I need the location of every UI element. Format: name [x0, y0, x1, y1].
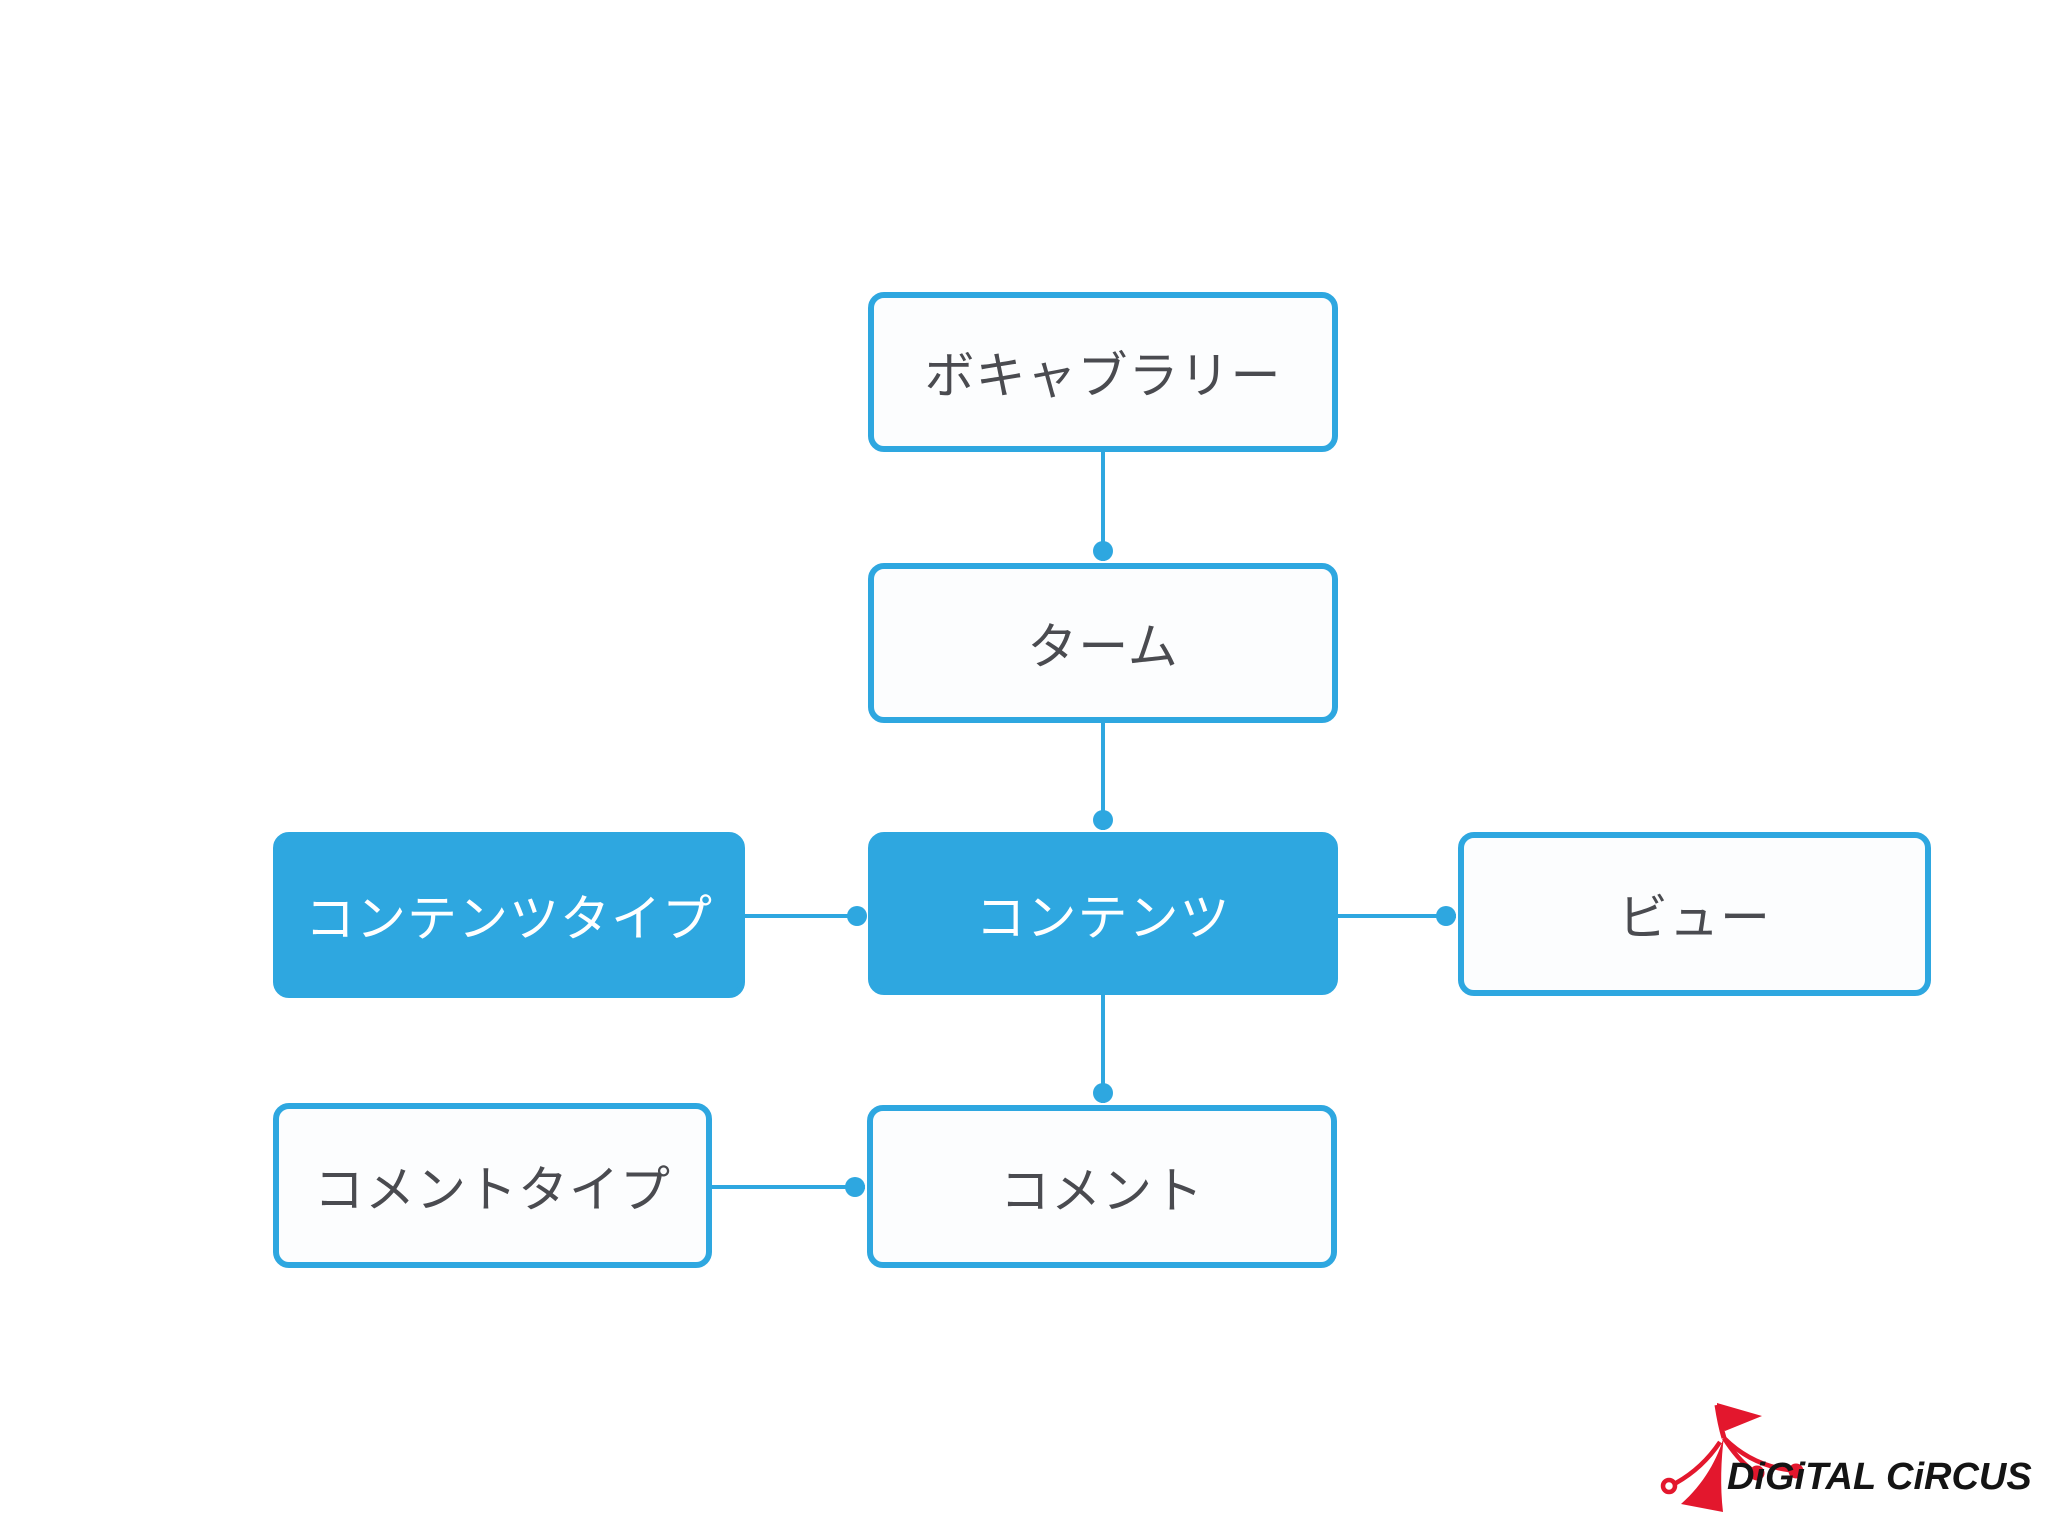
node-term: ターム — [868, 563, 1338, 723]
edge-content-view — [1338, 906, 1456, 926]
node-content-type: コンテンツタイプ — [273, 832, 745, 998]
node-comment: コメント — [867, 1105, 1337, 1268]
node-view-label: ビュー — [1618, 890, 1771, 946]
node-term-label: ターム — [1027, 619, 1179, 675]
edge-vocabulary-term — [1093, 452, 1113, 561]
node-comment-type-label: コメントタイプ — [314, 1161, 671, 1218]
edge-comment-type-comment — [712, 1177, 865, 1197]
node-vocabulary-label: ボキャブラリー — [924, 348, 1282, 404]
node-content-type-label: コンテンツタイプ — [305, 891, 713, 947]
node-content-label: コンテンツ — [975, 889, 1231, 946]
edge-content-comment — [1093, 995, 1113, 1103]
node-view: ビュー — [1458, 832, 1931, 996]
node-comment-type: コメントタイプ — [273, 1103, 712, 1268]
circus-tent-icon — [1660, 1403, 1804, 1512]
node-comment-label: コメント — [1000, 1162, 1204, 1219]
edge-content-type-content — [745, 906, 867, 926]
edge-term-content — [1093, 723, 1113, 830]
node-vocabulary: ボキャブラリー — [868, 292, 1338, 452]
node-content: コンテンツ — [868, 832, 1338, 995]
logo-text: DiGiTAL CiRCUS — [1727, 1456, 2032, 1498]
